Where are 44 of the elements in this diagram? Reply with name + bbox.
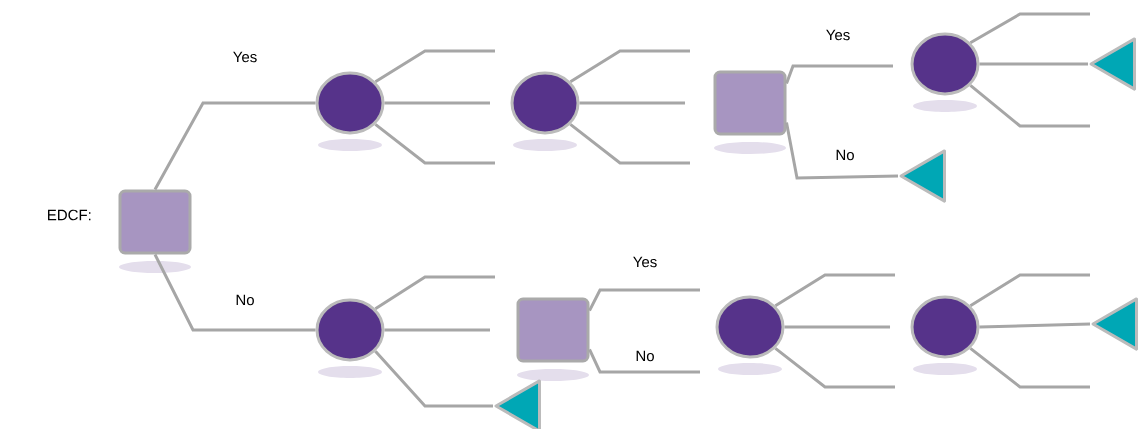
edge-label: Yes: [231, 50, 259, 64]
branch-line: [374, 275, 495, 310]
branch-line: [374, 49, 495, 83]
branch-line: [785, 122, 899, 180]
edge-label: Yes: [631, 255, 659, 269]
branch-line: [588, 348, 700, 374]
chance-circle: [910, 32, 980, 112]
chance-circle: [510, 71, 580, 151]
chance-circle: [910, 295, 980, 375]
branch-line: [569, 49, 690, 83]
branch-line: [374, 350, 493, 408]
chance-circle: [315, 71, 385, 151]
branch-line: [979, 322, 1091, 329]
decision-square: [713, 70, 787, 154]
end-triangle: [1089, 37, 1136, 91]
branch-line: [785, 64, 893, 85]
edge-label: No: [634, 349, 656, 363]
branch-line: [153, 253, 316, 332]
branch-line: [569, 123, 690, 165]
edge-label: No: [834, 148, 856, 162]
chance-circle: [315, 298, 385, 378]
edge-label: Yes: [824, 28, 852, 42]
branch-line: [384, 328, 490, 332]
branch-line: [969, 273, 1090, 307]
branch-line: [384, 101, 490, 105]
branch-line: [969, 84, 1090, 128]
branch-line: [979, 62, 1088, 66]
branch-line: [969, 12, 1090, 44]
branch-line: [588, 288, 700, 312]
end-triangle: [899, 149, 946, 203]
decision-square: [516, 297, 590, 381]
branch-line: [784, 325, 890, 329]
branch-line: [374, 123, 495, 165]
branch-line: [579, 101, 685, 105]
end-triangle: [494, 379, 541, 429]
decision-square: [118, 189, 192, 273]
branch-line: [774, 273, 895, 307]
edge-label: No: [234, 293, 256, 307]
chance-circle: [715, 295, 785, 375]
branch-line: [969, 347, 1090, 389]
branch-line: [153, 101, 316, 191]
node-caption: EDCF:: [48, 209, 91, 221]
end-triangle: [1091, 297, 1138, 351]
branch-line: [774, 347, 895, 389]
